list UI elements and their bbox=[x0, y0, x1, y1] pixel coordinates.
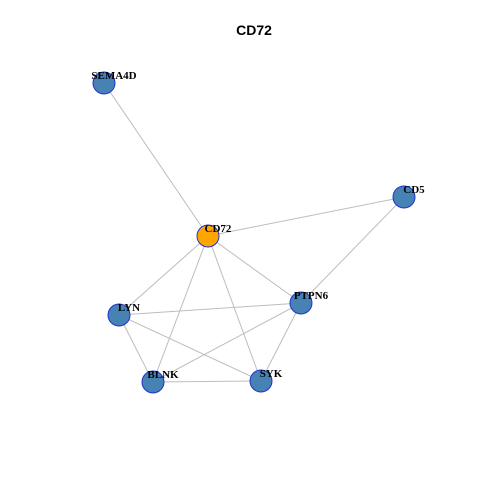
node-label-sema4d: SEMA4D bbox=[91, 70, 136, 82]
node-label-cd72: CD72 bbox=[205, 223, 232, 235]
edge-blnk-syk bbox=[152, 380, 262, 383]
edge-layer bbox=[103, 82, 405, 383]
node-lyn[interactable] bbox=[107, 303, 131, 327]
node-ptpn6[interactable] bbox=[289, 291, 313, 315]
edge-lyn-blnk bbox=[118, 314, 154, 383]
edge-sema4d-cd72 bbox=[103, 82, 209, 237]
edge-cd72-cd5 bbox=[207, 196, 405, 237]
node-label-ptpn6: PTPN6 bbox=[294, 290, 329, 302]
node-label-syk: SYK bbox=[260, 368, 283, 380]
edge-syk-ptpn6 bbox=[260, 302, 302, 382]
node-sema4d[interactable] bbox=[92, 71, 116, 95]
edge-cd72-blnk bbox=[152, 235, 209, 383]
node-cd72[interactable] bbox=[196, 224, 220, 248]
edge-cd72-syk bbox=[207, 235, 262, 382]
edge-cd72-lyn bbox=[118, 235, 209, 316]
graph-title: CD72 bbox=[236, 22, 272, 38]
node-label-cd5: CD5 bbox=[403, 184, 425, 196]
edge-lyn-ptpn6 bbox=[118, 302, 302, 316]
edge-cd5-ptpn6 bbox=[300, 196, 405, 304]
node-cd5[interactable] bbox=[392, 185, 416, 209]
node-label-lyn: LYN bbox=[118, 302, 140, 314]
edge-blnk-ptpn6 bbox=[152, 302, 302, 383]
edge-lyn-syk bbox=[118, 314, 262, 382]
node-syk[interactable] bbox=[249, 369, 273, 393]
node-blnk[interactable] bbox=[141, 370, 165, 394]
edge-cd72-ptpn6 bbox=[207, 235, 302, 304]
node-label-blnk: BLNK bbox=[147, 369, 179, 381]
node-layer bbox=[92, 71, 416, 394]
